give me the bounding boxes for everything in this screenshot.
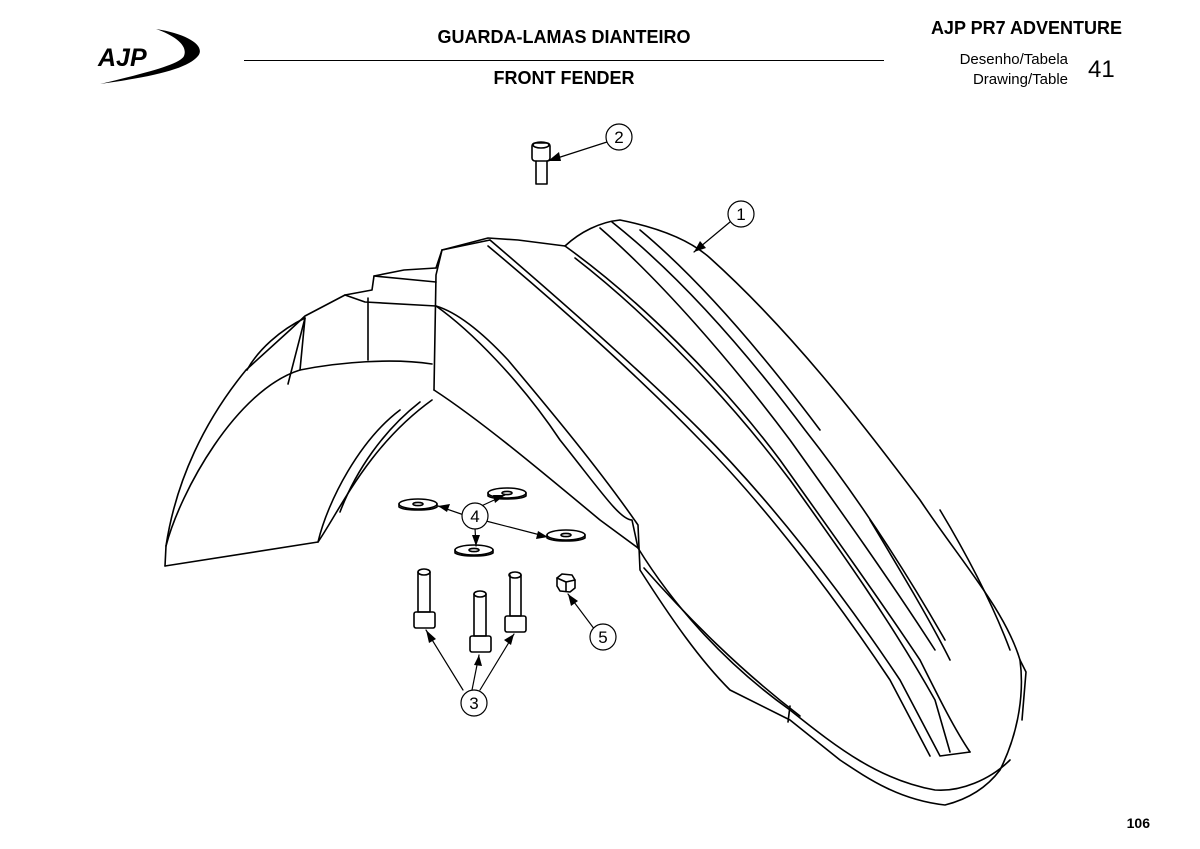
lower-bolts-part [413, 568, 527, 653]
top-bolt-part [531, 141, 551, 185]
callout-1: 1 [727, 200, 755, 228]
callout-4: 4 [461, 502, 489, 530]
washer-bottom [454, 544, 494, 557]
washer-top [487, 487, 527, 500]
washers-part [398, 487, 586, 557]
callout-5: 5 [589, 623, 617, 651]
logo-lettering: AJP [97, 44, 147, 72]
lower-bolt-right [504, 571, 527, 633]
drawing-number: 41 [1088, 56, 1115, 83]
callout-3: 3 [460, 689, 488, 717]
ajp-logo: AJP [97, 29, 200, 84]
model-name: AJP PR7 ADVENTURE [930, 18, 1122, 38]
lower-bolt-middle [469, 590, 492, 653]
callout-2: 2 [605, 123, 633, 151]
title-english: FRONT FENDER [493, 68, 635, 88]
leader-arrowheads [426, 152, 706, 666]
title-portuguese: GUARDA-LAMAS DIANTEIRO [437, 27, 691, 47]
callout-3-number: 3 [469, 694, 478, 713]
callout-4-number: 4 [470, 507, 479, 526]
page-number: 106 [1126, 815, 1150, 831]
callout-2-number: 2 [614, 128, 623, 147]
drawing-label: Desenho/Tabela Drawing/Table [960, 50, 1068, 90]
callout-5-number: 5 [598, 628, 607, 647]
title-divider [244, 60, 884, 61]
callout-1-number: 1 [736, 205, 745, 224]
washer-left [398, 498, 438, 511]
drawing-label-pt: Desenho/Tabela [959, 51, 1068, 68]
nut-part [556, 573, 576, 593]
lower-bolt-left [413, 568, 436, 629]
drawing-label-en: Drawing/Table [972, 71, 1068, 88]
front-fender-part [164, 219, 1027, 806]
washer-right [546, 529, 586, 542]
